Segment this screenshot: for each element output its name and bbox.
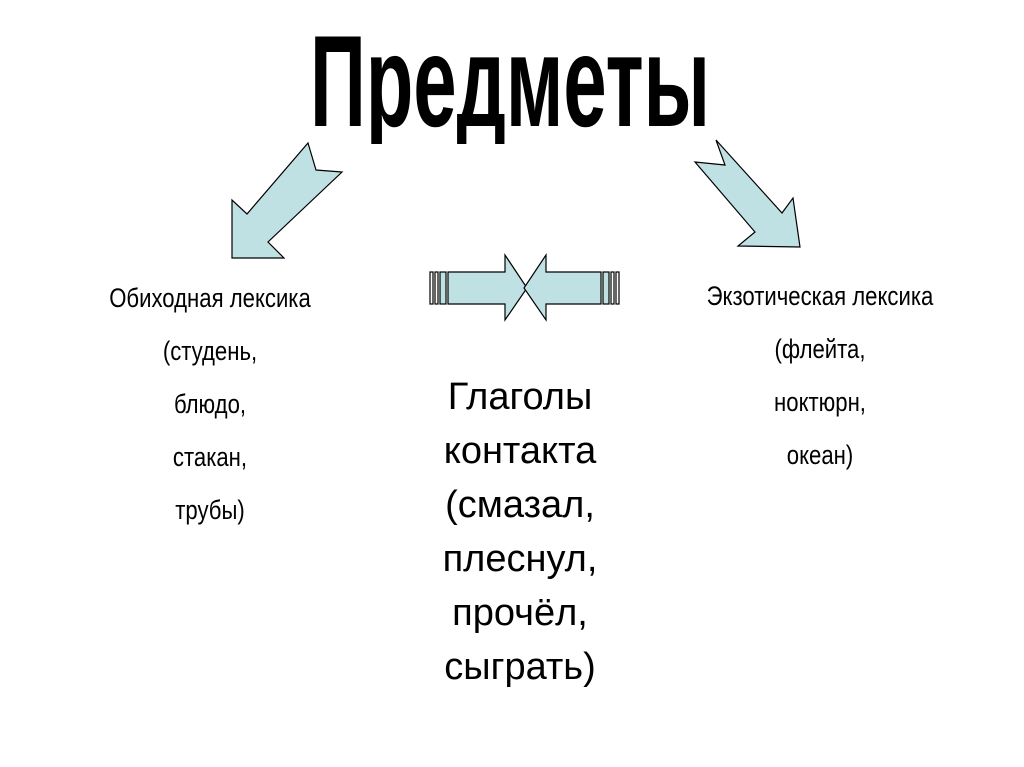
arrow-down-right-icon [693, 139, 801, 248]
right-line: океан) [786, 440, 854, 470]
everyday-vocabulary-block: Обиходная лексика (студень, блюдо, стака… [71, 272, 350, 537]
arrow-down-left-icon [231, 141, 344, 259]
center-line: (смазал, [445, 484, 595, 526]
title-wordart: Предметы [300, 8, 720, 154]
exotic-vocabulary-block: Экзотическая лексика (флейта, ноктюрн, о… [677, 270, 964, 482]
center-line: сыграть) [444, 646, 596, 688]
center-line: плеснул, [442, 538, 598, 580]
contact-verbs-block: Глаголы контакта (смазал, плеснул, прочё… [380, 370, 660, 694]
right-line: ноктюрн, [774, 387, 866, 417]
left-line: стакан, [172, 442, 248, 472]
left-line: (студень, [162, 336, 258, 366]
center-line: Глаголы [447, 376, 593, 418]
converging-arrows-icon [429, 253, 620, 322]
title-text: Предметы [310, 14, 710, 144]
right-heading: Экзотическая лексика [706, 281, 934, 311]
center-line: контакта [443, 430, 597, 472]
right-line: (флейта, [774, 334, 866, 364]
center-line: прочёл, [452, 592, 588, 634]
left-line: трубы) [175, 495, 245, 525]
left-heading: Обиходная лексика [109, 283, 311, 313]
left-line: блюдо, [173, 389, 247, 419]
